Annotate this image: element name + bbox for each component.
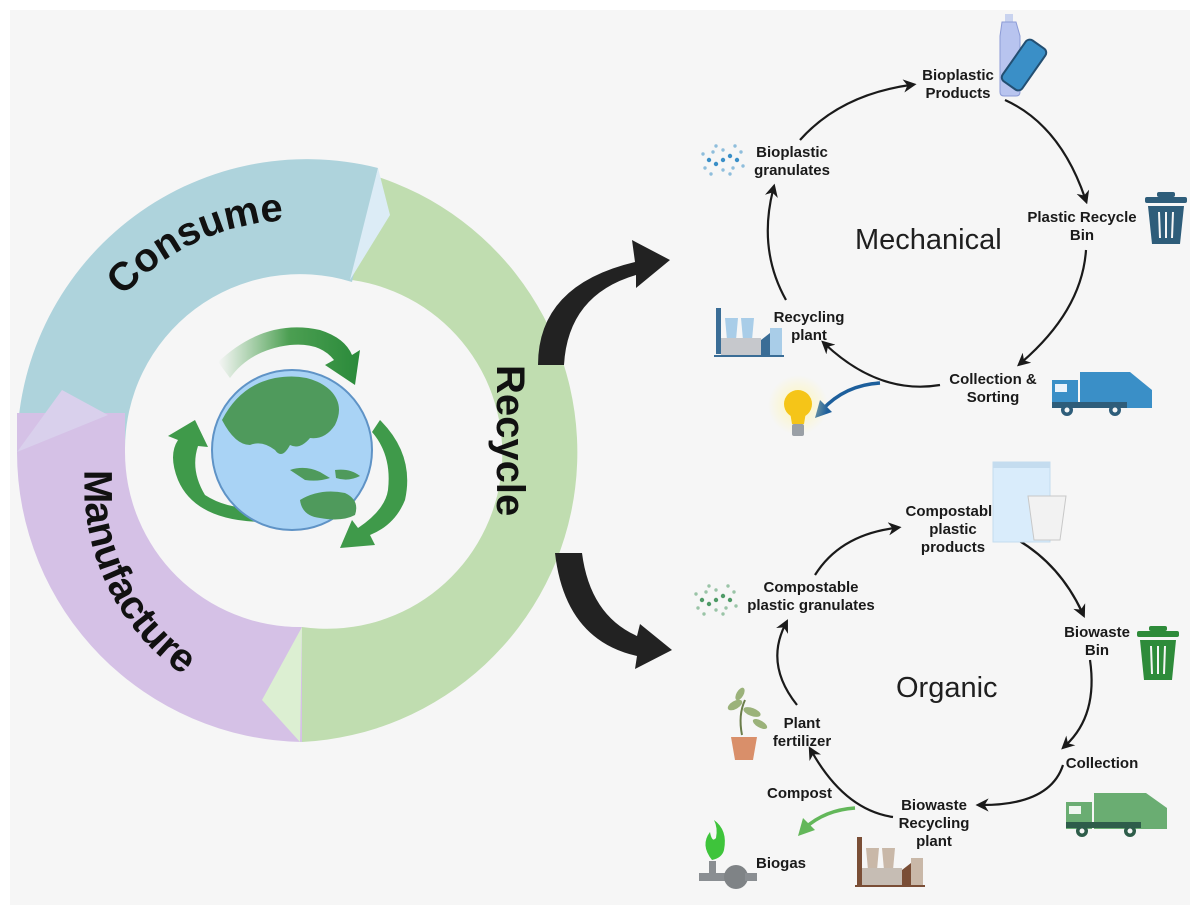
- trash-bin-icon: [1145, 192, 1187, 244]
- ring-label-recycle: Recycle: [488, 365, 532, 516]
- branch-arrow-to-organic: [555, 553, 672, 669]
- granule-dot: [720, 593, 726, 599]
- cycle-arrow: [1017, 249, 1088, 367]
- granule-dot: [701, 152, 705, 156]
- cycle-arrow: [808, 746, 894, 819]
- granule-dot: [713, 161, 719, 167]
- granule-dot: [734, 157, 740, 163]
- granule-dot: [714, 608, 718, 612]
- lifecycle-ring: Consume Manufacture Recycle: [16, 159, 578, 742]
- granule-dot: [711, 150, 715, 154]
- granule-dot: [703, 166, 707, 170]
- recycle-arrow-right: [340, 420, 408, 548]
- ring-chevron-recycle: [262, 627, 302, 742]
- globe-land-asia: [222, 376, 339, 454]
- granule-dot: [696, 606, 700, 610]
- recycle-arrow-top: [218, 327, 360, 385]
- granule-dot: [731, 166, 735, 170]
- granule-dot: [733, 144, 737, 148]
- granule-dot: [713, 597, 719, 603]
- cycle-arrow: [776, 619, 798, 706]
- cycle-arrow: [1004, 98, 1090, 205]
- ring-segment-manufacture: [16, 413, 302, 742]
- granule-dot: [702, 612, 706, 616]
- factory-icon: [855, 837, 925, 887]
- globe-with-recycle-arrows-icon: [168, 327, 408, 548]
- organic-title: Organic: [896, 672, 998, 704]
- granule-dot: [706, 601, 712, 607]
- ring-segment-recycle: [302, 175, 578, 742]
- step-label-collection: Collection: [1066, 755, 1139, 772]
- globe-land-islands: [290, 467, 360, 481]
- granule-dot: [707, 584, 711, 588]
- granule-dot: [721, 148, 725, 152]
- granules-icon: [701, 144, 745, 176]
- recycle-arrow-left: [168, 420, 262, 522]
- granule-dot: [727, 153, 733, 159]
- factory-icon: [714, 308, 784, 357]
- garbage-truck-icon: [1066, 793, 1167, 837]
- cycle-arrow: [814, 522, 902, 576]
- ring-segment-consume: [16, 159, 378, 452]
- cycle-arrow: [821, 340, 941, 388]
- granule-dot: [694, 592, 698, 596]
- ring-chevron-consume: [350, 168, 390, 280]
- granule-dot: [706, 157, 712, 163]
- bag-and-cup-icon: [992, 461, 1067, 543]
- cycle-arrow: [1061, 659, 1093, 750]
- granule-dot: [726, 584, 730, 588]
- granule-dot: [741, 164, 745, 168]
- side-arrow-to-biogas: [803, 806, 856, 830]
- granule-dot: [728, 172, 732, 176]
- granule-dot: [734, 604, 738, 608]
- granule-dot: [727, 597, 733, 603]
- granule-dot: [721, 168, 725, 172]
- globe-land-australia: [300, 491, 357, 520]
- potted-plant-icon: [727, 687, 768, 760]
- granule-dot: [724, 606, 728, 610]
- granule-dot: [709, 172, 713, 176]
- granule-dot: [732, 590, 736, 594]
- granule-dot: [721, 612, 725, 616]
- granule-dot: [699, 597, 705, 603]
- garbage-truck-icon: [1052, 372, 1152, 416]
- cycle-arrow: [799, 79, 917, 141]
- biogas-burner-icon: [699, 820, 757, 889]
- granules-icon: [694, 584, 738, 616]
- granule-dot: [720, 157, 726, 163]
- branch-arrow-to-mechanical: [538, 240, 670, 365]
- cycle-arrow: [1017, 539, 1086, 618]
- trash-bin-icon: [1137, 626, 1179, 680]
- step-label-collection-sorting: Collection &Sorting: [949, 371, 1037, 406]
- branch-label-biogas: Biogas: [756, 855, 806, 872]
- granule-dot: [704, 590, 708, 594]
- branch-label-compost: Compost: [767, 785, 832, 802]
- side-arrow-head: [798, 818, 815, 836]
- ring-chevron-manufacture: [17, 390, 108, 452]
- cycle-arrow: [975, 764, 1065, 812]
- cycle-arrow: [764, 183, 787, 301]
- bottle-and-phone-icon: [999, 14, 1048, 97]
- granule-dot: [739, 150, 743, 154]
- granule-dot: [714, 144, 718, 148]
- mechanical-title: Mechanical: [855, 224, 1002, 256]
- light-bulb-icon: [768, 375, 828, 436]
- granule-dot: [714, 588, 718, 592]
- side-arrow-to-bulb: [820, 381, 881, 412]
